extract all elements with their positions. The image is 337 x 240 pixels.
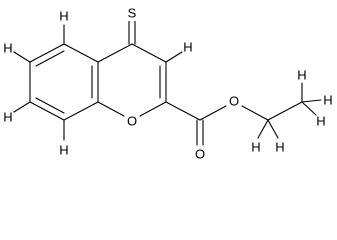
hydrogen-label-c5: H (59, 9, 68, 24)
bond-c4a-c5 (63, 43, 99, 63)
bond-ch2-hb (267, 119, 279, 139)
atom-carbonyl-oxygen: O (195, 147, 205, 162)
molecule-structure-diagram: S O O O H H H H H H H H H H (3, 5, 333, 162)
hydrogen-label-ch2-a: H (251, 140, 260, 155)
bond-c2-o1 (139, 101, 167, 117)
bond-c6-h (13, 51, 31, 63)
ring-oxygen-label: O (127, 114, 137, 129)
bond-o1-c8a (97, 101, 125, 117)
hydrogen-label-c8: H (59, 143, 68, 158)
hydrogen-label-ch3-c: H (316, 114, 325, 129)
bond-c5-c6-inner (35, 50, 65, 67)
hydrogen-label-ch3-a: H (297, 68, 306, 83)
bond-c8-c8a (63, 101, 99, 121)
carbonyl-oxygen-label: O (195, 147, 205, 162)
bond-cester-oether (199, 105, 227, 121)
bond-c7-c8 (29, 101, 65, 121)
ether-oxygen-label: O (229, 94, 239, 109)
sulfur-label: S (128, 6, 137, 21)
hydrogen-label-c6: H (3, 41, 12, 56)
atom-ring-oxygen: O (127, 114, 137, 129)
bond-ch2-ha (257, 119, 269, 139)
hydrogen-label-c3: H (183, 40, 192, 55)
bond-c7-c8-inner (35, 97, 65, 114)
bond-c5-c6 (29, 43, 65, 63)
bond-c4a-c4 (97, 43, 133, 63)
bond-ch2-ch3 (267, 101, 303, 121)
bond-oether-ch2 (241, 105, 269, 121)
bond-ch3-he (301, 101, 317, 116)
bond-c4-c3 (131, 43, 167, 63)
bonds (13, 20, 322, 146)
bond-ch3-hd (301, 99, 322, 103)
atom-labels: S O O O H H H H H H H H H H (3, 5, 333, 162)
atom-sulfur: S (125, 5, 139, 21)
bond-c2-cester (165, 101, 201, 121)
hydrogen-label-ch3-b: H (323, 93, 332, 108)
bond-c7-h (13, 101, 31, 113)
bond-c3-h (165, 51, 183, 63)
atom-ether-oxygen: O (229, 94, 239, 109)
hydrogen-label-c7: H (3, 110, 12, 125)
hydrogen-label-ch2-b: H (275, 140, 284, 155)
